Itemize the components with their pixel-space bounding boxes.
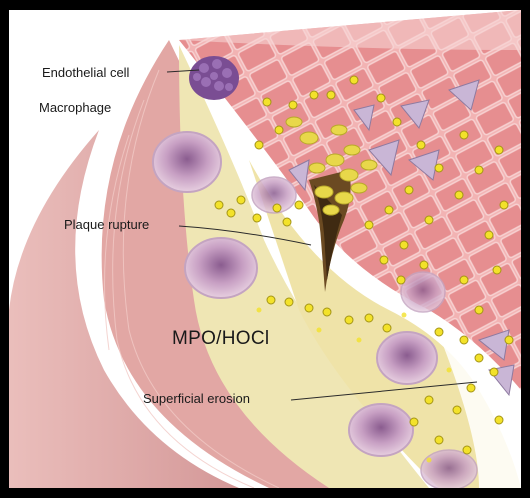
label-superficial-erosion: Superficial erosion [143,391,250,406]
diagram-frame: Endothelial cell Macrophage Plaque ruptu… [9,10,521,488]
label-mpo-hocl: MPO/HOCl [172,328,269,350]
macrophage-cell [349,404,413,456]
label-plaque-rupture: Plaque rupture [64,217,149,232]
artery-illustration [9,10,521,488]
macrophage-cell [153,132,221,192]
macrophage-cell [377,332,437,384]
label-endothelial-cell: Endothelial cell [42,65,129,80]
endothelial-cell [189,56,239,100]
macrophage-cell [421,450,477,488]
label-macrophage: Macrophage [39,100,111,115]
macrophage-cell [401,272,445,312]
macrophage-cell [185,238,257,298]
